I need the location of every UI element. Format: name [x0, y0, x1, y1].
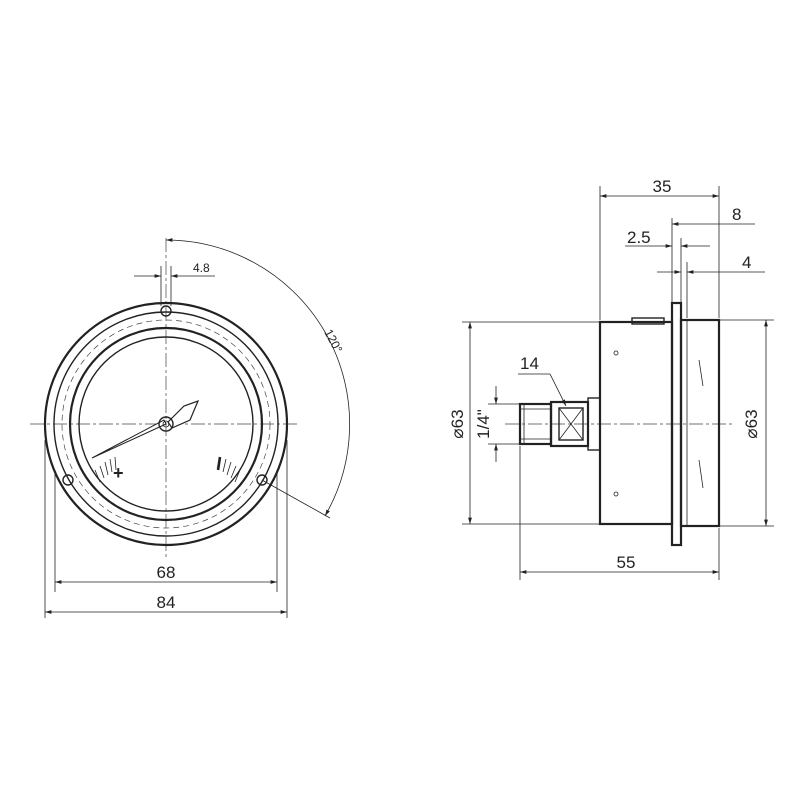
case-vent-bottom: [613, 491, 619, 497]
dim-overall-length-label: 55: [617, 553, 636, 572]
dim-depth-label: 35: [653, 177, 672, 196]
wrench-flat: [558, 407, 584, 441]
dim-glass-label: 4: [742, 253, 751, 272]
dim-hole-label: 4.8: [193, 261, 210, 275]
dim-flange-label: 2.5: [627, 228, 651, 247]
dim-wrench-label: 14: [520, 354, 539, 373]
dim-widths: 68 84: [44, 440, 288, 618]
front-bezel-ring: [679, 318, 721, 528]
dim-top-group: 35 8 2.5 4: [599, 177, 765, 320]
dim-front-ring-label: 8: [732, 205, 741, 224]
dim-thread-label: 1/4": [474, 409, 493, 439]
dim-thread: 1/4": [474, 386, 520, 462]
front-view: + 4.8 120°: [30, 238, 351, 618]
scale-ticks-right: [216, 456, 241, 483]
dim-bezel-width-label: 84: [157, 593, 176, 612]
dim-dial-width-label: 68: [157, 563, 176, 582]
glass-reflection-bottom: [698, 459, 704, 489]
threaded-connection: [518, 402, 553, 446]
case-body: [598, 320, 674, 526]
scale-ticks-left: [94, 456, 117, 483]
dim-wrench: 14: [518, 354, 567, 407]
dim-overall-length: 55: [519, 446, 720, 580]
gauge-needle: [91, 399, 200, 459]
dim-angle-label: 120°: [321, 327, 345, 356]
dim-front-diameter-label: ⌀63: [742, 409, 761, 438]
side-view: 35 8 2.5 4 ⌀63 1/4": [448, 177, 774, 580]
case-top-lug: [631, 317, 665, 325]
dim-case-diameter: ⌀63: [448, 321, 600, 525]
dim-hole-size: 4.8: [134, 261, 215, 306]
dim-front-diameter: ⌀63: [719, 319, 774, 527]
plus-mark: +: [113, 463, 124, 483]
socket-collar: [587, 397, 601, 451]
case-vent-top: [613, 350, 619, 356]
mounting-hole-left: [62, 474, 74, 486]
glass-reflection-top: [698, 359, 704, 387]
dim-case-diameter-label: ⌀63: [448, 409, 467, 438]
